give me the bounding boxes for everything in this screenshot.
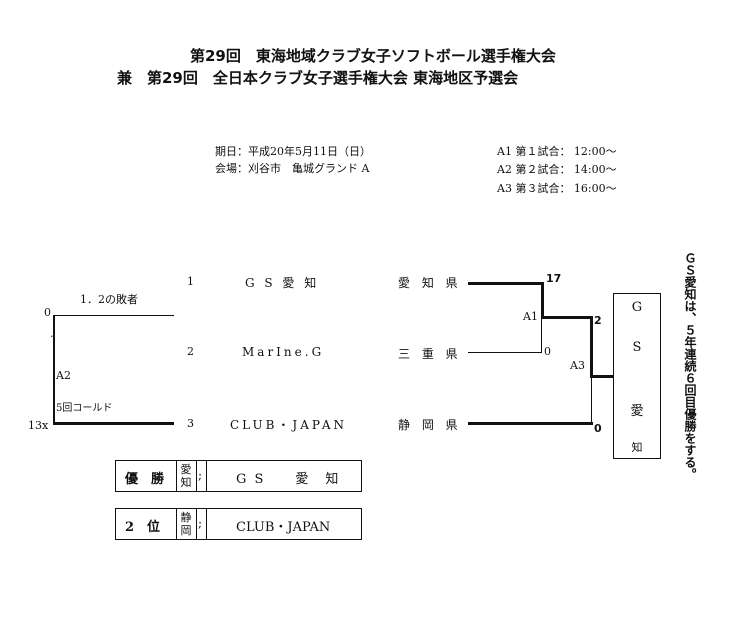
winner-box: G S 愛 知 (613, 293, 661, 459)
result-second-pref-top: 静 (180, 511, 192, 524)
result-first-rank: 優 勝 (125, 472, 165, 487)
a2-label: A2 (56, 369, 71, 382)
team-2-number: 2 (187, 345, 194, 358)
team-3-line (468, 422, 593, 425)
team-1-line (468, 282, 544, 285)
team-3-number: 3 (187, 417, 194, 430)
result-second-pref-bottom: 岡 (180, 524, 192, 537)
team-2-line (468, 352, 542, 353)
called-game-note: 5回コールド (56, 403, 113, 414)
a3-lower-vertical (591, 376, 592, 424)
result-second-rank: 2 位 (125, 520, 161, 535)
team-3-name: CLUB・JAPAN (230, 418, 348, 432)
a2-vertical-line (53, 315, 55, 423)
title-line-1: 第29回 東海地域クラブ女子ソフトボール選手権大会 (190, 47, 556, 65)
result-second-row: 2 位 静 岡 ; CLUB・JAPAN (115, 508, 362, 540)
title-line-2: 兼 第29回 全日本クラブ女子選手権大会 東海地区予選会 (117, 69, 519, 87)
result-first-pref-top: 愛 (180, 463, 192, 476)
side-note: ＧＳ愛知は、５年連続６回目優勝をする。 (683, 252, 697, 480)
event-date: 期日：平成20年5月11日（日） (215, 145, 371, 158)
result-second-sep: ; (198, 516, 203, 530)
score-a1-winner: 2 (594, 314, 602, 327)
winner-char-1: G (631, 300, 643, 315)
result-first-sep: ; (198, 468, 203, 482)
a2-top-line (53, 315, 174, 316)
result-first-team: G S 愛 知 (236, 472, 341, 487)
score-team-1: 17 (546, 272, 562, 285)
a3-label: A3 (570, 359, 585, 372)
a3-upper-vertical (590, 316, 593, 377)
winner-char-4: 知 (631, 441, 643, 454)
a2-score-bottom: 13x (28, 419, 49, 432)
result-first-row: 優 勝 愛 知 ; G S 愛 知 (115, 460, 362, 492)
a3-winner-line (590, 375, 613, 378)
a2-score-top: 0 (44, 306, 51, 319)
bracket-dot: . (50, 327, 54, 340)
a1-upper-vertical (541, 282, 544, 318)
team-1-name: G S 愛 知 (245, 276, 320, 290)
score-team-2: 0 (544, 345, 551, 358)
a1-winner-line (541, 316, 593, 319)
team-2-name: MarIne.G (242, 345, 325, 359)
winner-char-3: 愛 (630, 404, 644, 419)
team-1-number: 1 (187, 275, 194, 288)
a2-bottom-line (53, 422, 174, 425)
schedule-a2: A2 第２試合： 14:00～ (497, 163, 617, 176)
a1-lower-vertical (541, 318, 542, 353)
result-first-pref-bottom: 知 (180, 476, 192, 489)
result-second-team: CLUB・JAPAN (236, 520, 331, 535)
a1-label: A1 (523, 310, 538, 323)
score-team-3: 0 (594, 422, 602, 435)
team-3-prefecture: 静 岡 県 (398, 418, 462, 432)
schedule-a1: A1 第１試合： 12:00～ (497, 145, 617, 158)
team-1-prefecture: 愛 知 県 (398, 276, 462, 290)
schedule-a3: A3 第３試合： 16:00～ (497, 182, 617, 195)
event-venue: 会場：刈谷市 亀城グランド A (215, 162, 370, 175)
team-2-prefecture: 三 重 県 (398, 347, 462, 361)
winner-char-2: S (632, 340, 642, 355)
loser-label: 1．2の敗者 (80, 293, 138, 306)
